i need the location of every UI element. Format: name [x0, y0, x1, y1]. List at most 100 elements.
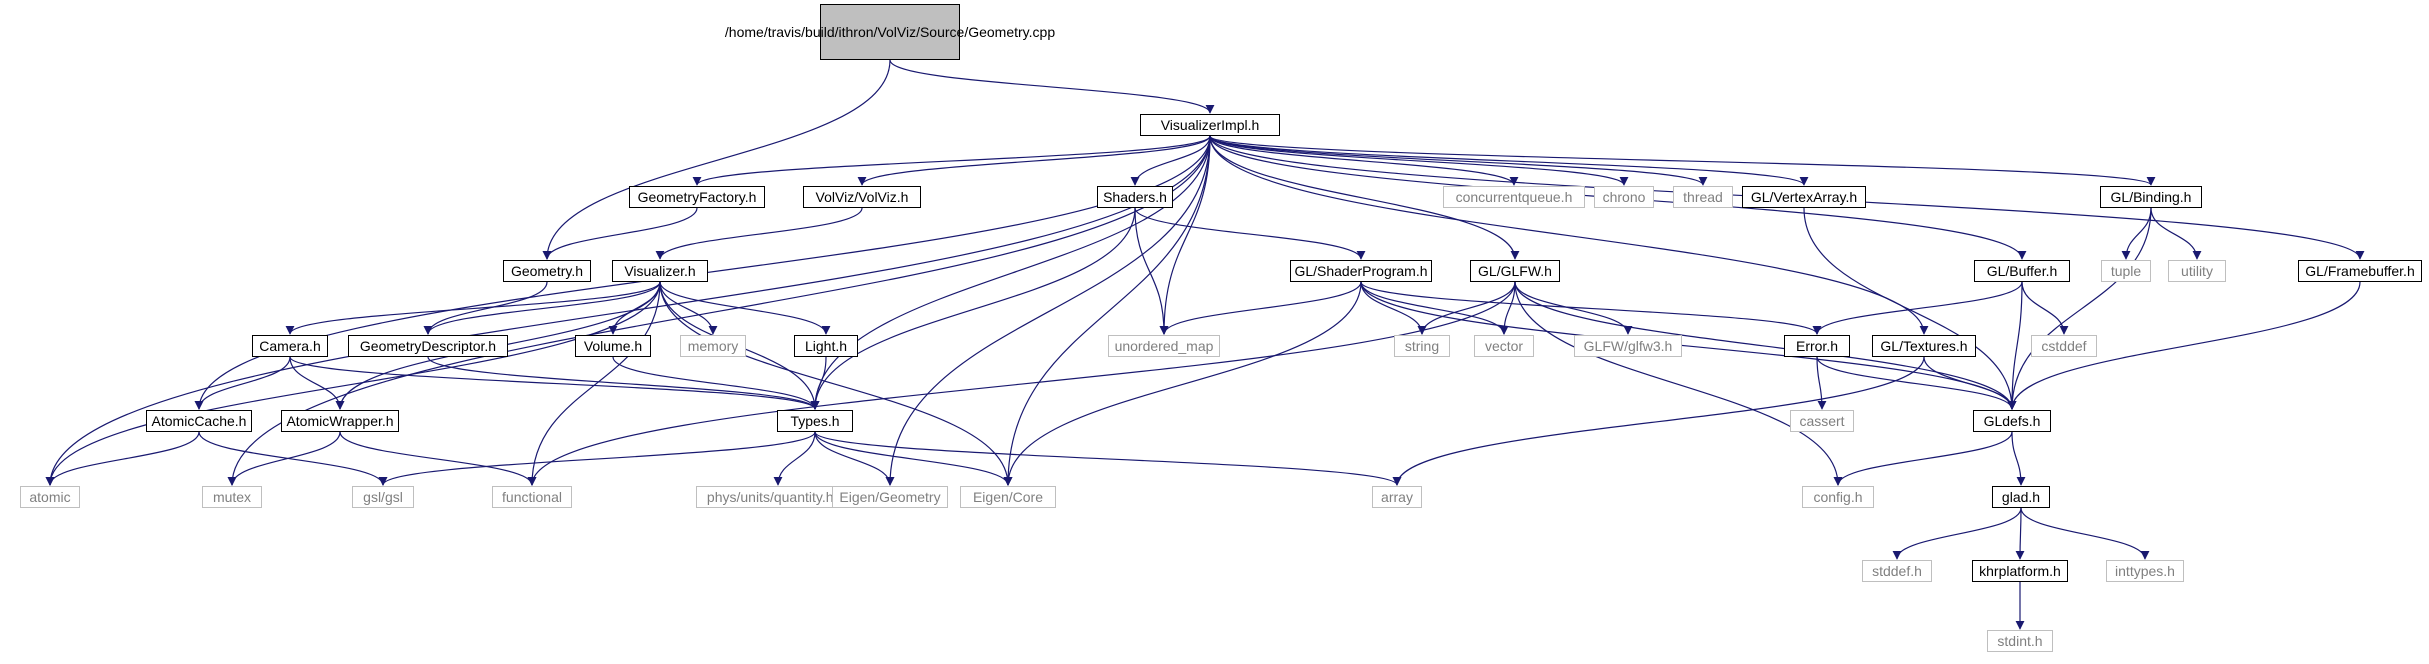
node-config-h[interactable]: config.h — [1802, 486, 1874, 508]
edge-glad-to-inttypes — [2020, 507, 2150, 560]
node-chrono[interactable]: chrono — [1594, 186, 1654, 208]
node-camera-h[interactable]: Camera.h — [252, 335, 328, 357]
edge-visualizer_impl-to-gl_vertexarray — [1209, 135, 1809, 186]
node-gl-buffer-h[interactable]: GL/Buffer.h — [1974, 260, 2070, 282]
node-label: cassert — [1799, 413, 1845, 429]
edge-visualizer_impl-to-types — [810, 135, 1211, 410]
edge-visualizer_h-to-atomic — [45, 281, 661, 486]
node-utility[interactable]: utility — [2168, 260, 2226, 282]
node-cassert[interactable]: cassert — [1790, 410, 1854, 432]
node-gl-glfw-h[interactable]: GL/GLFW.h — [1470, 260, 1560, 282]
edge-error-to-gldefs — [1816, 356, 2017, 410]
node-geometry-h[interactable]: Geometry.h — [503, 260, 591, 282]
edge-visualizer_h-to-eigen_core — [659, 281, 1013, 486]
node-types-h[interactable]: Types.h — [777, 410, 853, 432]
edge-camera-to-atomic_cache — [194, 356, 291, 410]
node-gl-binding-h[interactable]: GL/Binding.h — [2100, 186, 2202, 208]
node-gl-vertexarray-h[interactable]: GL/VertexArray.h — [1742, 186, 1866, 208]
node-glfw-glfw3-h[interactable]: GLFW/glfw3.h — [1574, 335, 1682, 357]
edge-types-to-eigen_geometry — [814, 431, 895, 486]
node-unordered-map[interactable]: unordered_map — [1108, 335, 1220, 357]
edge-types-to-gsl — [378, 431, 816, 486]
node-label: inttypes.h — [2115, 563, 2175, 579]
edge-gl_glfw-to-config — [1514, 281, 1843, 486]
node-eigen-core[interactable]: Eigen/Core — [960, 486, 1056, 508]
node-label: chrono — [1602, 189, 1646, 205]
node-functional[interactable]: functional — [492, 486, 572, 508]
node-glad-h[interactable]: glad.h — [1992, 486, 2050, 508]
node-label: GL/Textures.h — [1880, 338, 1968, 354]
node-gldefs-h[interactable]: GLdefs.h — [1973, 410, 2051, 432]
node-khrplatform-h[interactable]: khrplatform.h — [1972, 560, 2068, 582]
edge-visualizer_impl-to-geometry_factory — [692, 135, 1211, 186]
node-visualizer-h[interactable]: Visualizer.h — [612, 260, 708, 282]
edge-visualizer_impl-to-volviz — [857, 135, 1211, 186]
node-label: functional — [502, 489, 562, 505]
node-error-h[interactable]: Error.h — [1784, 335, 1850, 357]
node-geometrydescriptor-h[interactable]: GeometryDescriptor.h — [348, 335, 508, 357]
node-label: Light.h — [804, 338, 848, 354]
node-inttypes-h[interactable]: inttypes.h — [2106, 560, 2184, 582]
node-shaders-h[interactable]: Shaders.h — [1097, 186, 1173, 208]
node-atomicwrapper-h[interactable]: AtomicWrapper.h — [281, 410, 399, 432]
edge-glad-to-khrplatform — [2015, 507, 2025, 560]
node-string[interactable]: string — [1394, 335, 1450, 357]
node-label: string — [1404, 338, 1440, 354]
edge-glad-to-stddef — [1892, 507, 2022, 560]
edge-gl_glfw-to-gldefs — [1514, 281, 2017, 410]
node-eigen-geometry[interactable]: Eigen/Geometry — [832, 486, 948, 508]
node-phys-units-quantity-hpp[interactable]: phys/units/quantity.hpp — [696, 486, 860, 508]
node-label: Camera.h — [259, 338, 321, 354]
node-stdint-h[interactable]: stdint.h — [1987, 630, 2053, 652]
edge-gl_glfw-to-glfw3 — [1514, 281, 1633, 335]
node-label: Volume.h — [583, 338, 643, 354]
node-gsl-gsl[interactable]: gsl/gsl — [352, 486, 414, 508]
edge-visualizer_impl-to-eigen_geometry — [885, 135, 1211, 486]
node-mutex[interactable]: mutex — [202, 486, 262, 508]
node-label: Visualizer.h — [624, 263, 696, 279]
node-atomiccache-h[interactable]: AtomicCache.h — [146, 410, 252, 432]
node-array[interactable]: array — [1372, 486, 1422, 508]
node-visualizerimpl-h[interactable]: VisualizerImpl.h — [1140, 114, 1280, 136]
node-memory[interactable]: memory — [680, 335, 746, 357]
node-label: atomic — [29, 489, 71, 505]
node-label: GL/ShaderProgram.h — [1294, 263, 1428, 279]
node-light-h[interactable]: Light.h — [794, 335, 858, 357]
node-tuple[interactable]: tuple — [2101, 260, 2151, 282]
node-cstddef[interactable]: cstddef — [2031, 335, 2097, 357]
node-label: GL/GLFW.h — [1478, 263, 1552, 279]
edge-gl_vertexarray-to-gldefs — [1803, 207, 2017, 410]
node-label: Eigen/Geometry — [839, 489, 941, 505]
edge-visualizer_impl-to-unordered_map — [1159, 135, 1211, 335]
edge-types-to-phys_units — [773, 431, 816, 486]
edge-gl_binding-to-gldefs — [2007, 207, 2152, 410]
node-stddef-h[interactable]: stddef.h — [1862, 560, 1932, 582]
edge-visualizer_h-to-light — [659, 281, 831, 335]
node-atomic[interactable]: atomic — [20, 486, 80, 508]
edge-gl_buffer-to-cstddef — [2021, 281, 2069, 335]
node-label: khrplatform.h — [1979, 563, 2061, 579]
node-label: VolViz/VolViz.h — [815, 189, 909, 205]
node-gl-shaderprogram-h[interactable]: GL/ShaderProgram.h — [1290, 260, 1432, 282]
node-vector[interactable]: vector — [1474, 335, 1534, 357]
node-geometryfactory-h[interactable]: GeometryFactory.h — [629, 186, 765, 208]
edge-visualizer_impl-to-chrono — [1209, 135, 1629, 186]
node-gl-framebuffer-h[interactable]: GL/Framebuffer.h — [2298, 260, 2422, 282]
node-label: mutex — [212, 489, 252, 505]
node-thread[interactable]: thread — [1673, 186, 1733, 208]
edge-gl_glfw-to-vector — [1499, 281, 1516, 335]
node-geometry-cpp[interactable]: /home/travis/build/ithron/VolViz/Source/… — [725, 4, 1055, 60]
node-volume-h[interactable]: Volume.h — [575, 335, 651, 357]
node-label: phys/units/quantity.hpp — [706, 489, 850, 505]
edge-types-to-array — [814, 431, 1402, 486]
node-concurrentqueue-h[interactable]: concurrentqueue.h — [1443, 186, 1585, 208]
node-label: Error.h — [1795, 338, 1838, 354]
node-volviz-h[interactable]: VolViz/VolViz.h — [803, 186, 921, 208]
node-label: GeometryDescriptor.h — [359, 338, 497, 354]
edge-atomic_wrapper-to-mutex — [227, 431, 341, 486]
node-label: GL/Binding.h — [2110, 189, 2192, 205]
edge-visualizer_h-to-functional — [527, 281, 661, 486]
node-label: glad.h — [2001, 489, 2041, 505]
node-gl-textures-h[interactable]: GL/Textures.h — [1872, 335, 1976, 357]
node-label: GLFW/glfw3.h — [1583, 338, 1673, 354]
